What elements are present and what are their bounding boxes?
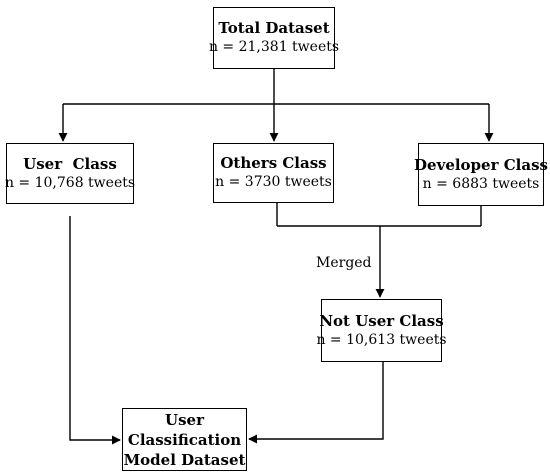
not-user-class-count: n = 10,613 tweets [316,331,447,348]
total-dataset-title: Total Dataset [218,19,330,37]
total-dataset-count: n = 21,381 tweets [208,39,340,55]
developer-class-title: Developer Class [414,155,548,174]
user-class-count: n = 10,768 tweets [4,174,136,191]
not-user-class-node: Not User Class n = 10,613 tweets [316,299,447,362]
developer-class-count: n = 6883 tweets [422,175,540,192]
user-to-model-line [69,216,121,445]
not-user-class-title: Not User Class [319,311,444,330]
others-class-node: Others Class n = 3730 tweets [213,143,334,203]
merged-label: Merged [316,255,372,271]
not-user-to-model-line [248,362,384,444]
others-class-count: n = 3730 tweets [215,174,332,190]
model-dataset-line-2: Classification [127,430,242,449]
model-dataset-line-1: User [165,410,204,429]
user-class-title: User Class [23,154,117,173]
user-class-node: User Class n = 10,768 tweets [4,143,136,204]
model-dataset-line-3: Model Dataset [123,450,246,469]
total-dataset-node: Total Dataset n = 21,381 tweets [209,7,339,69]
user-classification-model-dataset-node: User Classification Model Dataset [122,408,247,471]
developer-class-node: Developer Class n = 6883 tweets [414,143,548,206]
others-class-title: Others Class [220,154,327,172]
